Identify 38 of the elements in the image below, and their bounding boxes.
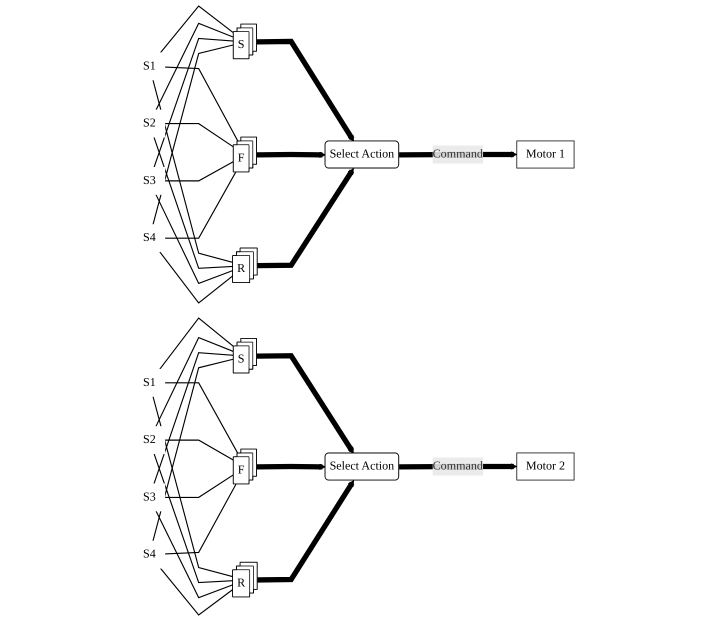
connector <box>152 44 234 225</box>
connector <box>156 194 234 284</box>
node-box: Motor 2 <box>516 452 575 480</box>
connector <box>160 251 234 304</box>
connector <box>165 440 234 461</box>
connector <box>165 484 237 555</box>
edge-label: Command <box>433 148 484 161</box>
node-box: Motor 1 <box>516 140 575 168</box>
node-text: S4 <box>143 548 156 561</box>
arrow <box>257 38 355 142</box>
connector <box>165 123 234 148</box>
arrow <box>257 464 326 470</box>
arrow <box>258 480 355 583</box>
node-text: S4 <box>143 231 156 244</box>
connector <box>154 352 234 484</box>
connector <box>160 568 234 616</box>
connector <box>152 80 234 263</box>
connector <box>160 317 234 370</box>
connector <box>154 454 234 584</box>
connector <box>156 510 234 598</box>
connector <box>156 22 234 110</box>
connector <box>154 136 234 269</box>
connector <box>156 336 234 427</box>
node-text: S1 <box>143 376 156 389</box>
connector <box>154 38 234 168</box>
connector <box>165 474 234 498</box>
connector <box>152 358 234 542</box>
connector <box>160 5 234 54</box>
connector <box>165 382 239 454</box>
arrow <box>257 152 326 158</box>
node-text: S1 <box>143 60 156 72</box>
edge-label: Command <box>433 460 484 473</box>
connector <box>165 161 234 182</box>
connector <box>165 172 237 239</box>
connector <box>165 66 239 142</box>
arrow <box>257 353 355 454</box>
arrow <box>258 168 355 268</box>
connector <box>152 396 234 578</box>
